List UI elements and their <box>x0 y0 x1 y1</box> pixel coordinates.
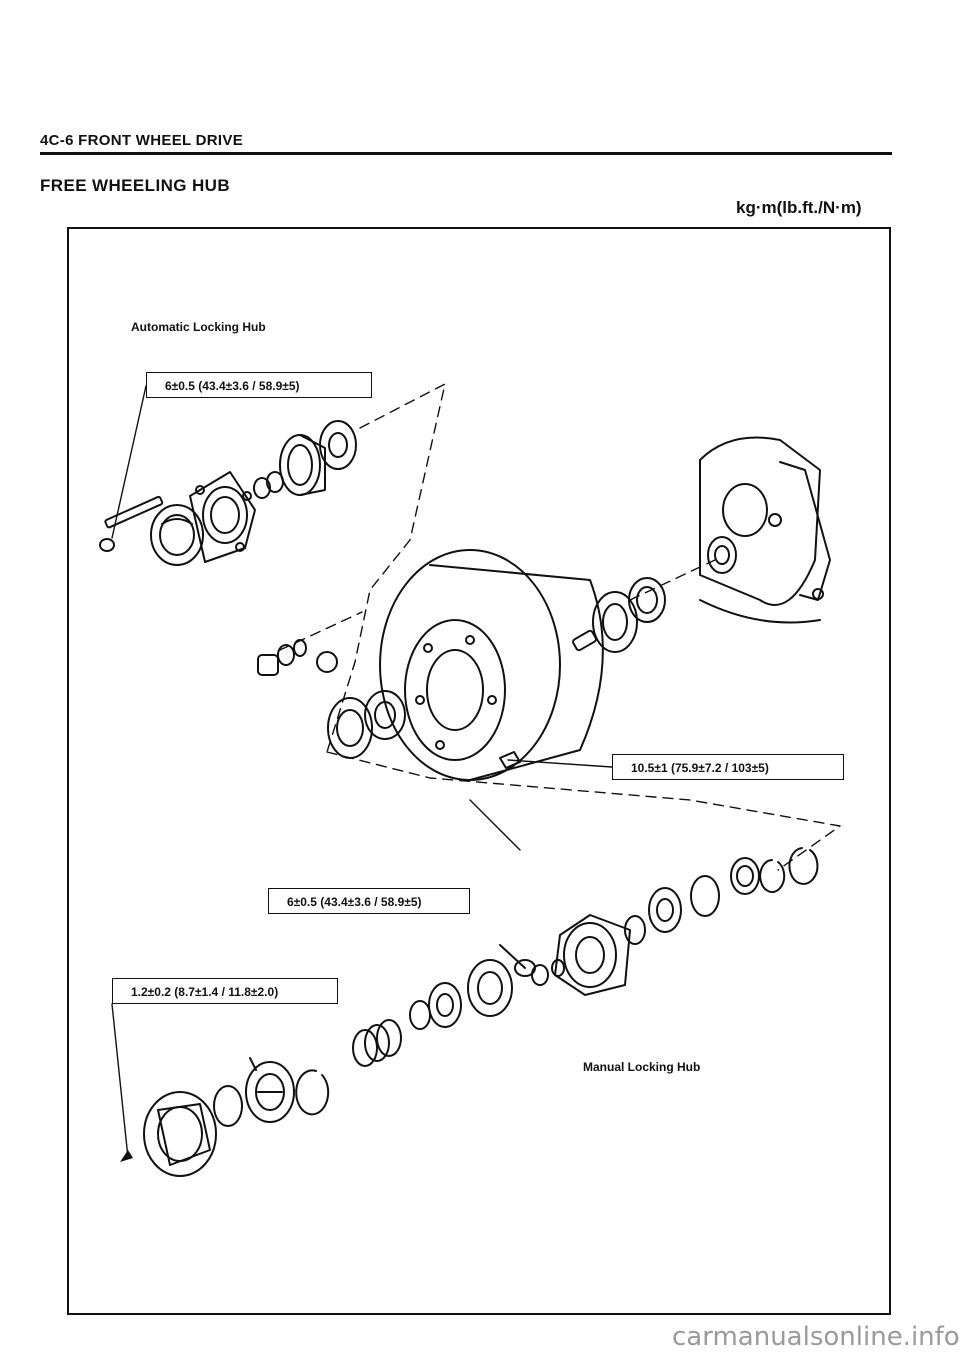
torque-cover-bolt: 1.2±0.2 (8.7±1.4 / 11.8±2.0) <box>112 978 338 1004</box>
automatic-hub-clutch <box>279 420 357 496</box>
page-header: 4C-6 FRONT WHEEL DRIVE <box>40 132 244 149</box>
torque-units: kg·m(lb.ft./N·m) <box>736 198 862 217</box>
automatic-hub-body <box>189 471 256 563</box>
manual-hub-knob <box>213 1057 295 1127</box>
torque-auto-hub-bolt: 6±0.5 (43.4±3.6 / 58.9±5) <box>146 372 372 398</box>
automatic-hub-cover <box>150 504 204 566</box>
diagram-frame <box>67 227 891 1315</box>
manual-hub-snaprings <box>690 847 819 917</box>
torque-hub-bolt: 10.5±1 (75.9±7.2 / 103±5) <box>612 754 844 780</box>
assembly-lines <box>279 383 841 871</box>
brake-disc <box>379 549 604 781</box>
watermark: carmanualsonline.info <box>672 1322 960 1352</box>
manual-hub-gear <box>624 887 682 945</box>
steering-knuckle <box>699 436 831 624</box>
leader-lines <box>111 385 613 1162</box>
automatic-hub-bolt <box>99 495 164 552</box>
outer-bearing <box>592 577 666 653</box>
manual-hub-cover <box>143 1091 217 1177</box>
manual-hub-label: Manual Locking Hub <box>583 1060 701 1074</box>
header-rule <box>40 152 892 155</box>
manual-hub-springs <box>295 1019 402 1116</box>
automatic-hub-rings <box>253 471 284 499</box>
torque-manual-hub-bolt: 6±0.5 (43.4±3.6 / 58.9±5) <box>268 888 470 914</box>
inner-bearing <box>327 690 406 759</box>
hub-bolt <box>499 629 597 769</box>
section-title: FREE WHEELING HUB <box>40 176 231 195</box>
manual-hub-body <box>499 914 631 996</box>
manual-hub-inner-parts <box>409 959 565 1030</box>
automatic-hub-label: Automatic Locking Hub <box>131 320 266 334</box>
lock-nut-washer <box>257 639 338 676</box>
